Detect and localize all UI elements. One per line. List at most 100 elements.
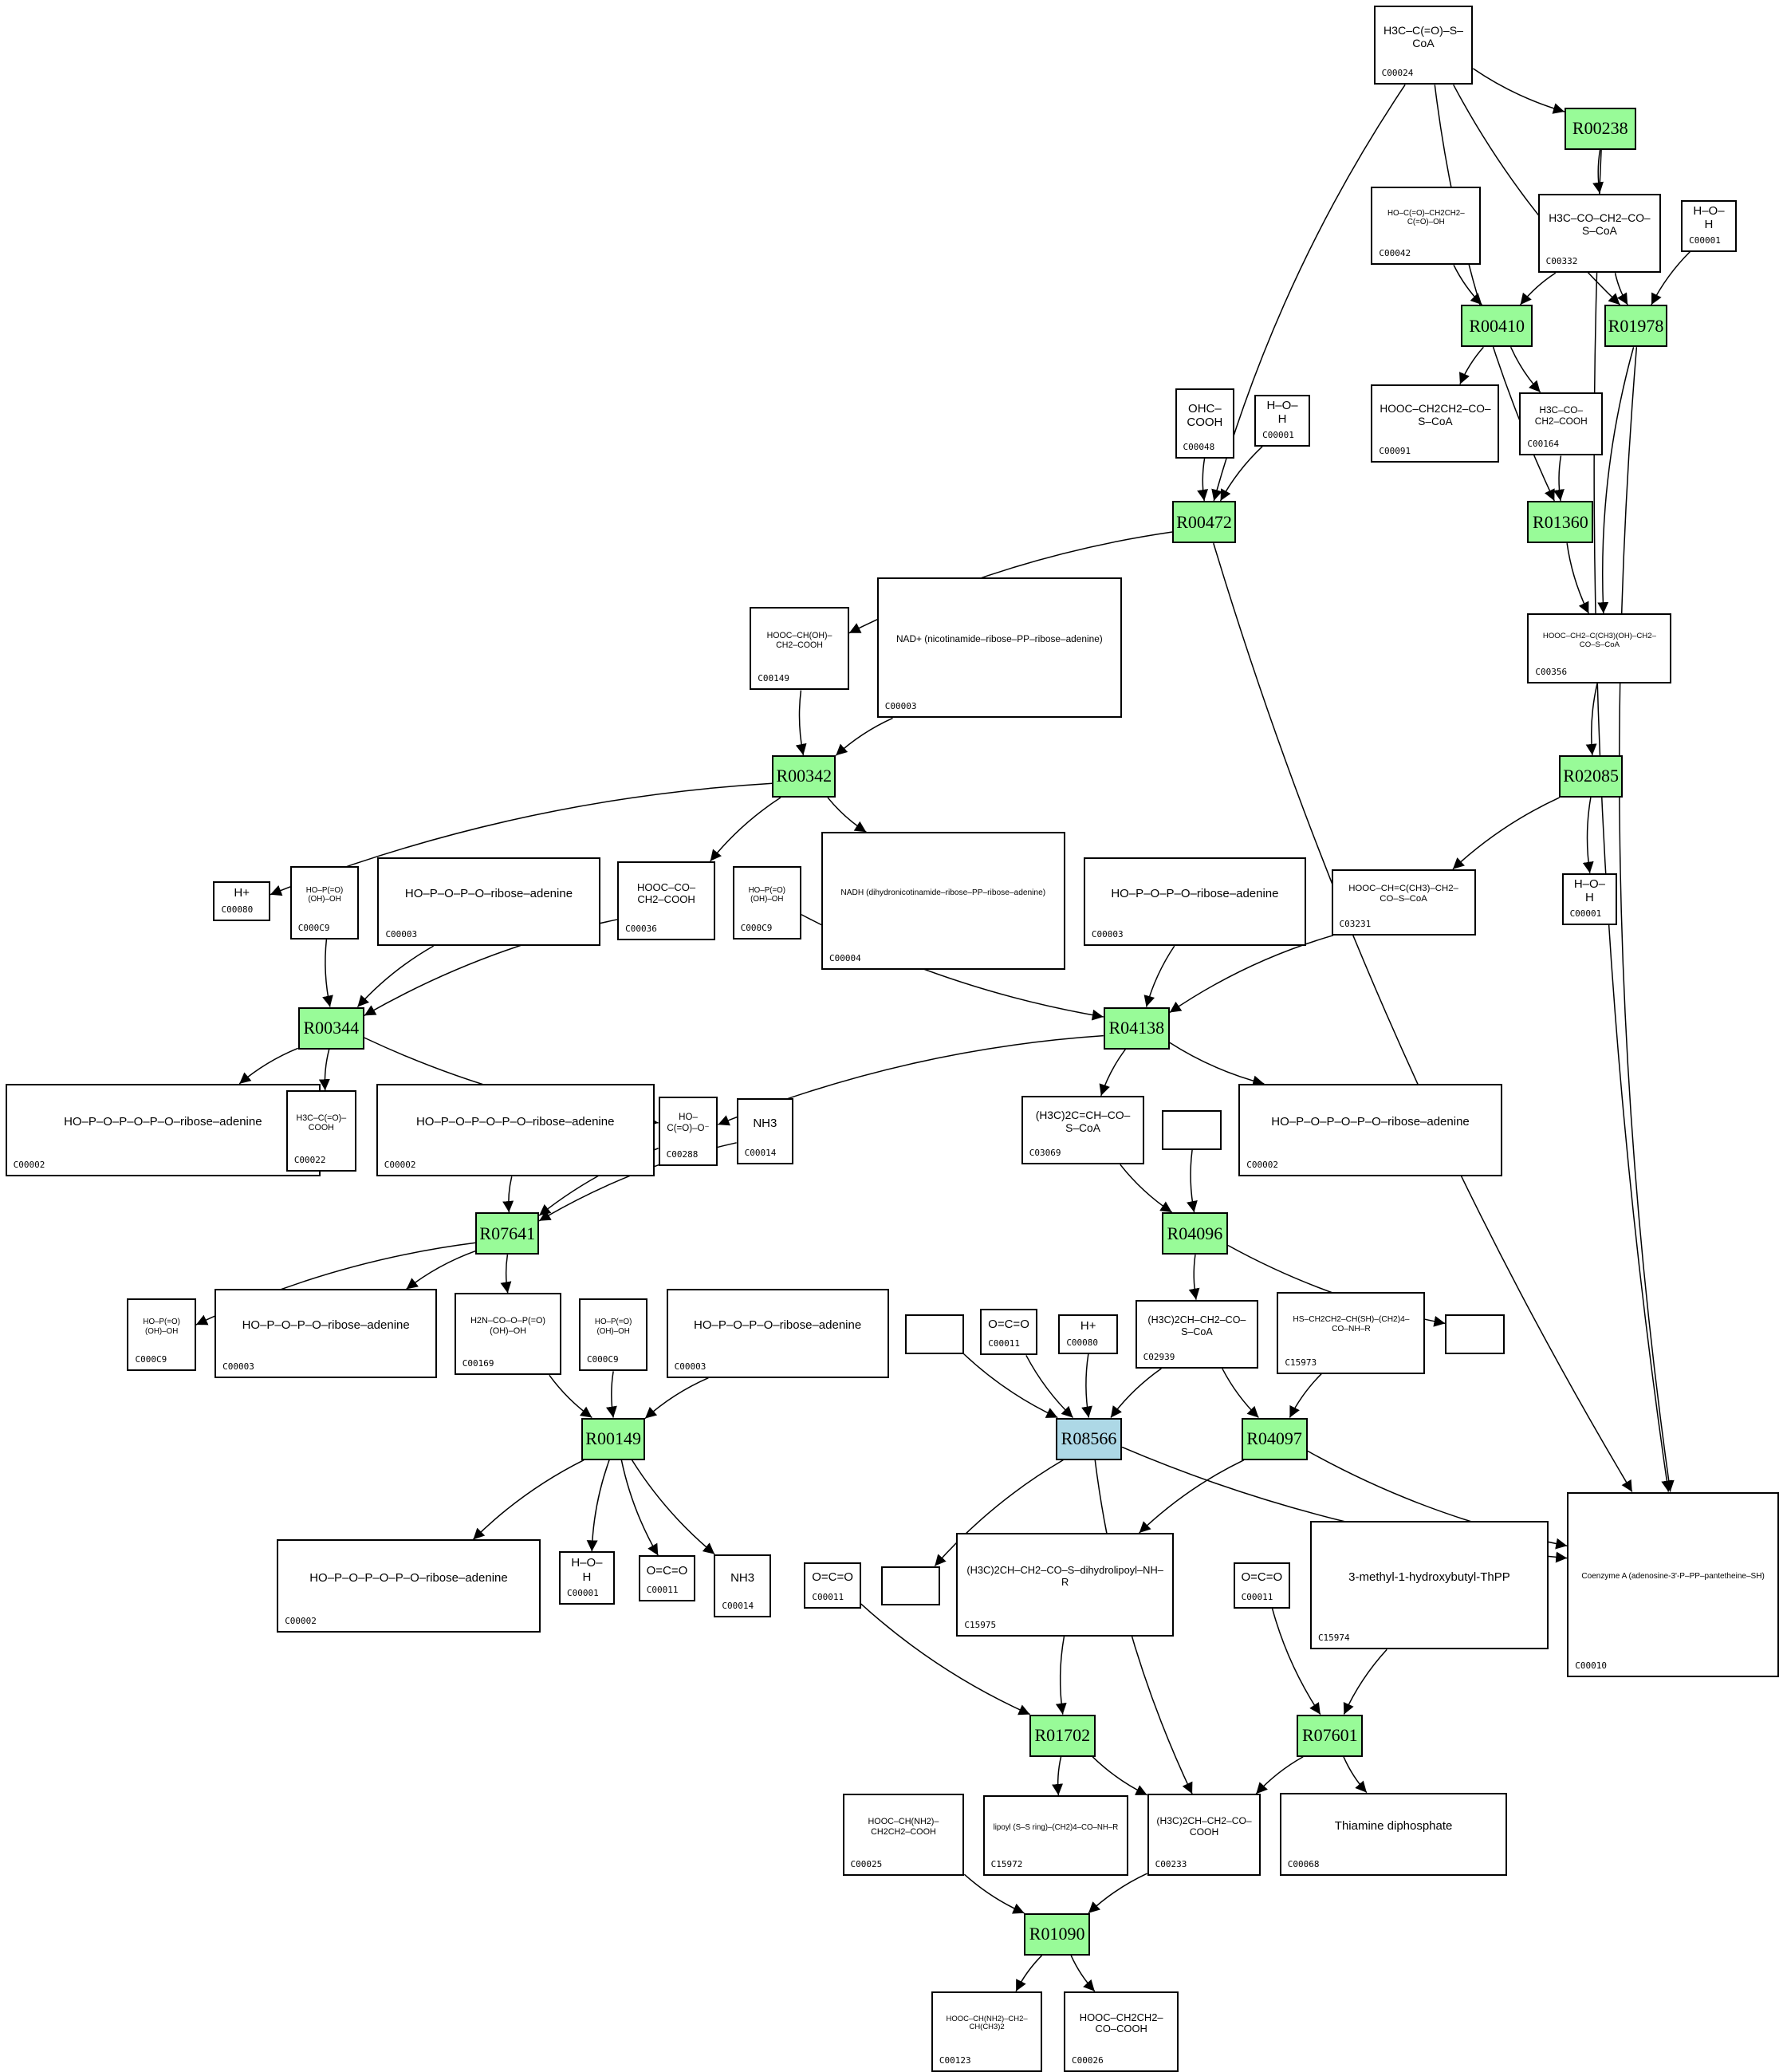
compound-id-label: C15975 xyxy=(964,1619,997,1630)
compound-id-label: C000C9 xyxy=(135,1354,167,1365)
compound-id-label: C00002 xyxy=(285,1615,317,1626)
edge-c00356-to-R02085 xyxy=(1585,683,1598,755)
reaction-node-r01090[interactable]: R01090 xyxy=(1024,1912,1091,1956)
reaction-node-r01702[interactable]: R01702 xyxy=(1029,1714,1096,1757)
reaction-node-r00344[interactable]: R00344 xyxy=(297,1006,364,1050)
reaction-node-r04138[interactable]: R04138 xyxy=(1103,1006,1170,1050)
reaction-node-r07641[interactable]: R07641 xyxy=(475,1212,540,1255)
reaction-node-r08566[interactable]: R08566 xyxy=(1055,1417,1123,1460)
compound-node-c00288[interactable]: HO–C(=O)–O⁻C00288 xyxy=(658,1097,718,1166)
compound-node-c00010[interactable]: Coenzyme A (adenosine-3'-P–PP–pantethein… xyxy=(1567,1491,1779,1678)
reaction-node-r07601[interactable]: R07601 xyxy=(1297,1714,1364,1757)
compound-node-empty[interactable] xyxy=(880,1566,941,1606)
compound-node-empty[interactable] xyxy=(1161,1110,1222,1150)
structure-formula: HOOC–CH(NH2)–CH2–CH(CH3)2 xyxy=(946,2014,1028,2032)
compound-id-label: C00001 xyxy=(567,1587,599,1598)
edge-c00001b-to-R00472 xyxy=(1219,446,1263,502)
compound-node-c00080[interactable]: H+C00080 xyxy=(213,880,270,921)
compound-id-label: C00014 xyxy=(744,1148,777,1159)
reaction-node-r01978[interactable]: R01978 xyxy=(1604,305,1668,348)
compound-id-label: C00011 xyxy=(1241,1591,1273,1602)
compound-id-label: C00288 xyxy=(666,1148,699,1160)
edge-c00009d-to-R00149 xyxy=(606,1371,617,1418)
structure-formula: HOOC–CH2CH2–CO–COOH xyxy=(1079,2011,1163,2035)
structure-formula: HS–CH2CH2–CH(SH)–(CH2)4–CO–NH–R xyxy=(1293,1315,1410,1334)
edge-R00410-to-c00091 xyxy=(1459,346,1484,385)
structure-formula: O=C=O xyxy=(988,1317,1029,1331)
reaction-node-r00472[interactable]: R00472 xyxy=(1172,500,1236,544)
reaction-node-r00238[interactable]: R00238 xyxy=(1564,107,1636,150)
compound-id-label: C00003 xyxy=(1091,929,1124,940)
compound-node-c00004[interactable]: NADH (dihydronicotinamide–ribose–PP–ribo… xyxy=(821,832,1065,970)
compound-node-empty[interactable] xyxy=(1445,1314,1506,1354)
reaction-node-r00342[interactable]: R00342 xyxy=(772,754,836,798)
edge-R01090-to-c00123 xyxy=(1015,1955,1043,1992)
structure-formula: H–O–H xyxy=(1573,876,1606,905)
compound-node-empty[interactable] xyxy=(904,1314,965,1354)
structure-formula: H–O–H xyxy=(1693,203,1725,232)
edge-c15974-to-R07601 xyxy=(1343,1649,1387,1715)
compound-node-c00080[interactable]: H+C00080 xyxy=(1058,1314,1119,1354)
compound-id-label: C00356 xyxy=(1535,667,1568,678)
reaction-node-r00149[interactable]: R00149 xyxy=(581,1417,645,1460)
reaction-node-r01360[interactable]: R01360 xyxy=(1527,500,1594,544)
edge-c00332-to-R00410 xyxy=(1520,272,1557,305)
reaction-node-r02085[interactable]: R02085 xyxy=(1559,754,1623,798)
compound-id-label: C00001 xyxy=(1262,429,1294,440)
structure-formula: H3C–CO–CH2–CO–S–CoA xyxy=(1549,211,1651,238)
compound-node-c00003[interactable]: NAD+ (nicotinamide–ribose–PP–ribose–aden… xyxy=(876,577,1123,719)
structure-formula: HOOC–CH(OH)–CH2–COOH xyxy=(766,630,832,651)
reaction-node-r04097[interactable]: R04097 xyxy=(1241,1417,1308,1460)
edge-R04097-to-c15975 xyxy=(1139,1459,1245,1534)
reaction-node-r04096[interactable]: R04096 xyxy=(1161,1212,1228,1255)
edge-R00149-to-c00002d xyxy=(472,1459,584,1540)
reaction-node-r00410[interactable]: R00410 xyxy=(1461,305,1533,348)
edge-R00342-to-c00036 xyxy=(710,797,781,862)
